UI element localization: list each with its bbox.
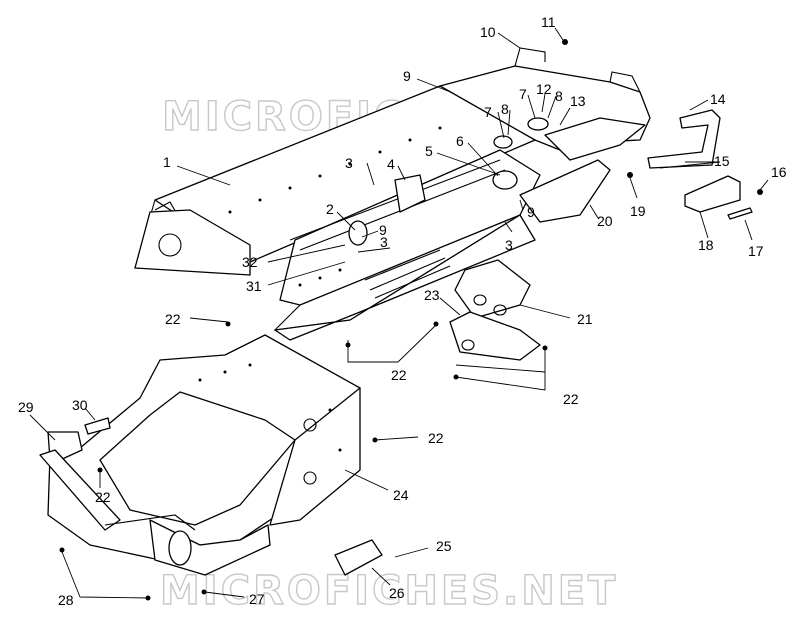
callout-12: 12 bbox=[536, 81, 552, 97]
callout-30: 30 bbox=[72, 397, 88, 413]
leader-lines bbox=[29, 27, 769, 599]
callout-8: 8 bbox=[555, 88, 563, 104]
callout-20: 20 bbox=[597, 213, 613, 229]
callout-24: 24 bbox=[393, 487, 409, 503]
callout-23: 23 bbox=[424, 287, 440, 303]
callout-13: 13 bbox=[570, 93, 586, 109]
callout-21: 21 bbox=[577, 311, 593, 327]
callout-9: 9 bbox=[379, 222, 387, 238]
callouts: 1 2 3 3 3 4 5 6 7 7 8 8 9 9 9 10 11 12 1… bbox=[18, 14, 787, 608]
callout-19: 19 bbox=[630, 203, 646, 219]
callout-9: 9 bbox=[403, 68, 411, 84]
callout-27: 27 bbox=[249, 591, 265, 607]
callout-22: 22 bbox=[95, 489, 111, 505]
callout-31: 31 bbox=[246, 278, 262, 294]
callout-3: 3 bbox=[345, 155, 353, 171]
callout-15: 15 bbox=[714, 153, 730, 169]
callout-7: 7 bbox=[519, 86, 527, 102]
chassis-assembly bbox=[39, 334, 383, 601]
callout-26: 26 bbox=[389, 585, 405, 601]
callout-6: 6 bbox=[456, 133, 464, 149]
callout-10: 10 bbox=[480, 24, 496, 40]
callout-9: 9 bbox=[527, 204, 535, 220]
callout-16: 16 bbox=[771, 164, 787, 180]
watermark-bottom: MICROFICHES.NET bbox=[160, 568, 618, 614]
callout-11: 11 bbox=[541, 14, 556, 30]
callout-7: 7 bbox=[484, 104, 492, 120]
callout-14: 14 bbox=[710, 91, 726, 107]
callout-1: 1 bbox=[163, 154, 171, 170]
callout-22: 22 bbox=[428, 430, 444, 446]
callout-3: 3 bbox=[380, 234, 388, 250]
callout-22: 22 bbox=[563, 391, 579, 407]
callout-8: 8 bbox=[501, 101, 509, 117]
callout-22: 22 bbox=[391, 367, 407, 383]
callout-28: 28 bbox=[58, 592, 74, 608]
callout-22: 22 bbox=[165, 311, 181, 327]
bracket-assembly bbox=[449, 259, 541, 361]
callout-3: 3 bbox=[505, 237, 513, 253]
callout-5: 5 bbox=[425, 143, 433, 159]
rivets bbox=[97, 126, 548, 473]
callout-29: 29 bbox=[18, 399, 34, 415]
tunnel-assembly bbox=[134, 39, 763, 341]
callout-32: 32 bbox=[242, 254, 258, 270]
callout-25: 25 bbox=[436, 538, 452, 554]
callout-4: 4 bbox=[387, 156, 395, 172]
callout-2: 2 bbox=[326, 201, 334, 217]
callout-17: 17 bbox=[748, 243, 764, 259]
callout-18: 18 bbox=[698, 237, 714, 253]
